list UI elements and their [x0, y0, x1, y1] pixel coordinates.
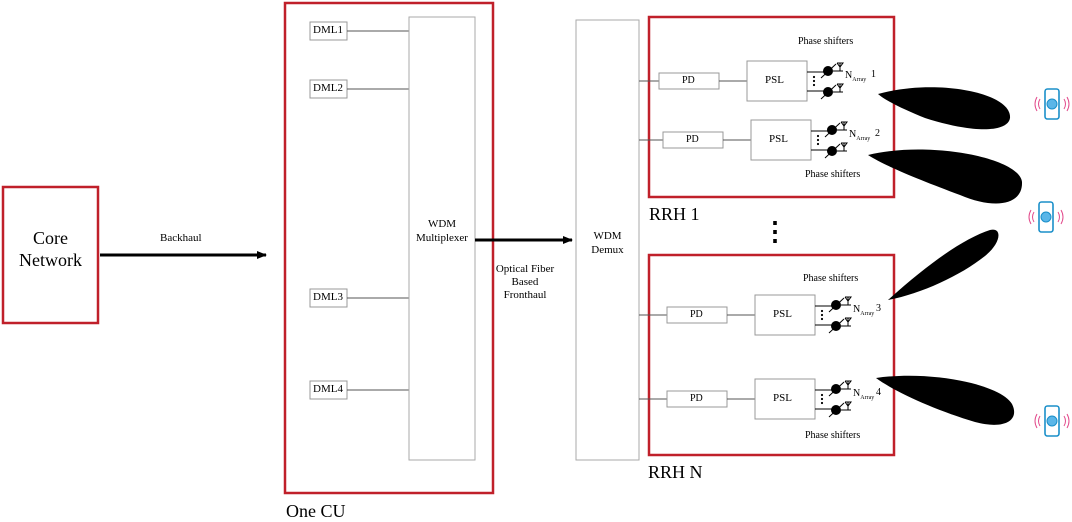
- rrhN-phase-shifters-top: Phase shifters: [803, 273, 859, 284]
- phone-icon-2: [1028, 201, 1064, 233]
- cu-frame: [283, 1, 495, 495]
- backhaul-label: Backhaul: [160, 232, 202, 244]
- chain-index-4: 4: [876, 387, 881, 398]
- fronthaul-label: Optical Fiber Based Fronthaul: [495, 263, 555, 301]
- chain-index-2: 2: [875, 128, 880, 139]
- chain-index-3: 3: [876, 303, 881, 314]
- dml1-label: DML1: [313, 24, 343, 36]
- array-label-2: NArray: [849, 129, 871, 143]
- rrh1-title: RRH 1: [649, 204, 700, 224]
- beam-2: [868, 149, 1023, 204]
- pd-label-3: PD: [690, 309, 703, 320]
- rrhN-frame: [647, 253, 896, 457]
- array-label-3: NArray: [853, 304, 875, 318]
- beam-3: [888, 229, 999, 300]
- rrhN-phase-shifters-bottom: Phase shifters: [805, 430, 861, 441]
- core-network-label: Core Network: [19, 228, 82, 270]
- wdm-multiplexer-label: WDM Multiplexer: [416, 218, 468, 244]
- dml3-label: DML3: [313, 291, 343, 303]
- chain-1: [644, 60, 844, 102]
- wdm-demux-box: [575, 19, 640, 461]
- rrh1-phase-shifters-bottom: Phase shifters: [805, 169, 861, 180]
- rrhN-title: RRH N: [648, 462, 703, 482]
- wdm-demux-label: WDM Demux: [591, 230, 624, 256]
- psl-label-1: PSL: [765, 74, 784, 86]
- array-label-4: NArray: [853, 388, 875, 402]
- phone-icon-3: [1034, 405, 1070, 437]
- dml2-label: DML2: [313, 82, 343, 94]
- core-network-frame: [1, 185, 100, 325]
- psl-label-3: PSL: [773, 308, 792, 320]
- chain-index-1: 1: [871, 69, 876, 80]
- rrh-ellipsis: ⋮: [762, 217, 788, 246]
- pd-label-2: PD: [686, 134, 699, 145]
- pd-label-4: PD: [690, 393, 703, 404]
- beam-1: [878, 87, 1011, 130]
- chain-3: [652, 294, 852, 336]
- dml4-label: DML4: [313, 383, 343, 395]
- phone-icon-1: [1034, 88, 1070, 120]
- cu-title: One CU: [286, 501, 346, 521]
- pd-label-1: PD: [682, 75, 695, 86]
- rrh1-frame: [647, 15, 896, 199]
- chain-2: [648, 119, 848, 161]
- psl-label-4: PSL: [773, 392, 792, 404]
- array-label-1: NArray: [845, 70, 867, 84]
- beam-4: [876, 375, 1015, 425]
- rrh1-phase-shifters-top: Phase shifters: [798, 36, 854, 47]
- psl-label-2: PSL: [769, 133, 788, 145]
- chain-4: [652, 378, 852, 420]
